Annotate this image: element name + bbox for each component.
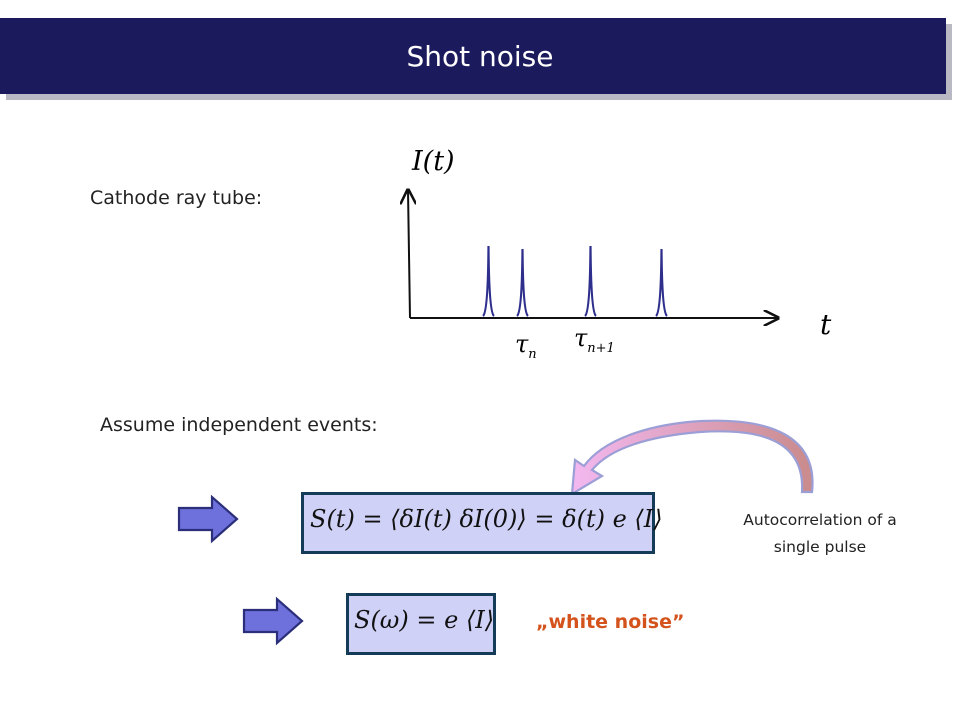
pulse-2: [516, 248, 529, 317]
tau-n1-label: τn+1: [574, 324, 615, 356]
x-axis-label: t: [820, 308, 832, 341]
autocorrelation-note: Autocorrelation of a single pulse: [700, 507, 940, 561]
right-arrow-icon: [177, 494, 239, 544]
y-axis: [408, 190, 410, 319]
tau-n1-symbol: τ: [574, 324, 588, 352]
tau-n-symbol: τ: [515, 330, 529, 358]
autocorrelation-note-line1: Autocorrelation of a: [743, 511, 897, 529]
cathode-label: Cathode ray tube:: [90, 187, 263, 209]
right-arrow-icon: [242, 596, 304, 646]
autocorrelation-formula-box: [301, 492, 655, 554]
slide-title: Shot noise: [406, 40, 554, 73]
spectrum-formula-box: [346, 593, 496, 655]
y-axis-label: I(t): [411, 146, 455, 177]
white-noise-label: „white noise”: [536, 611, 685, 633]
title-bar: [0, 18, 946, 94]
pulse-4: [655, 248, 668, 317]
pulse-1: [482, 245, 495, 317]
spectrum-formula: S(ω) = e ⟨I⟩: [354, 606, 495, 634]
curved-arrow-icon: [570, 419, 814, 497]
tau-n-subscript: n: [528, 347, 536, 362]
assume-label: Assume independent events:: [100, 414, 378, 436]
tau-n-label: τn: [515, 330, 537, 362]
tau-n1-subscript: n+1: [587, 341, 615, 356]
autocorrelation-note-line2: single pulse: [773, 538, 867, 556]
pulse-3: [584, 245, 597, 317]
autocorrelation-formula: S(t) = ⟨δI(t) δI(0)⟩ = δ(t) e ⟨I⟩: [310, 505, 663, 533]
